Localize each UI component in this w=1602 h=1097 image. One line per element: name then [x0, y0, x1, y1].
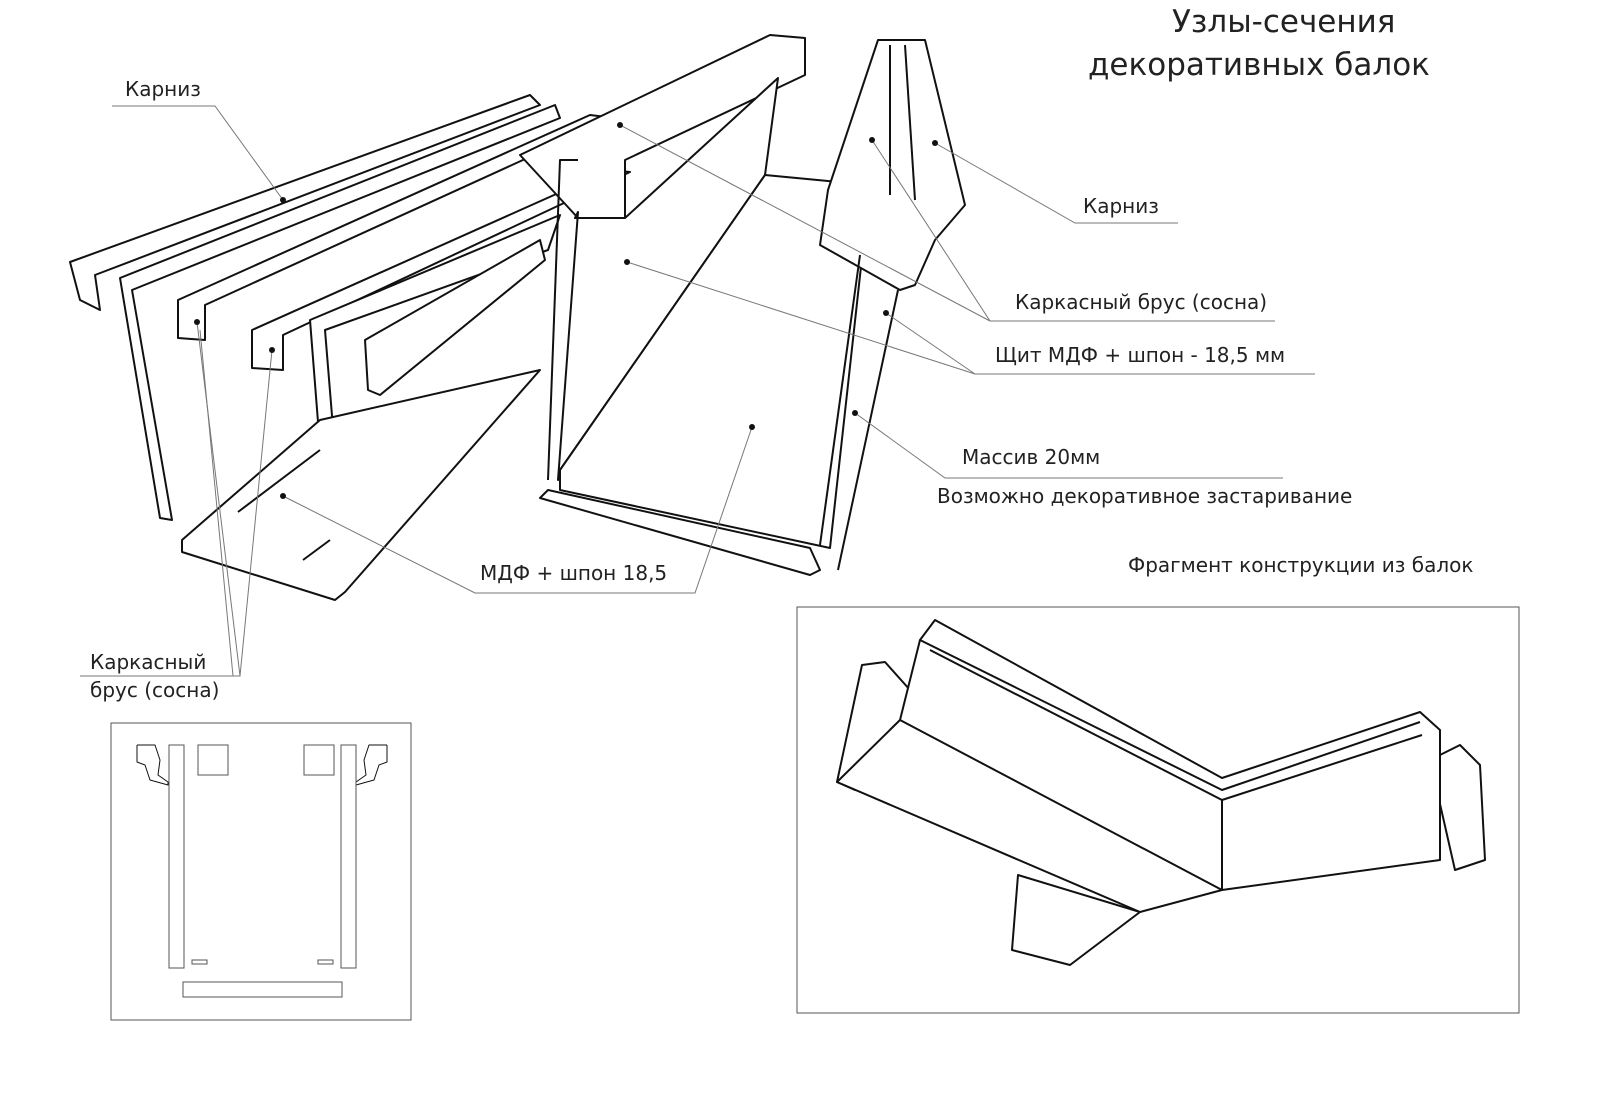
title-line-1: Узлы-сечения	[1172, 4, 1395, 40]
beam-fragment-view	[796, 606, 1520, 1014]
annotation-cornice-right: Карниз	[932, 140, 1178, 224]
label-frame-beam: Каркасный брус (сосна)	[1015, 290, 1267, 314]
title-line-2: декоративных балок	[1088, 47, 1430, 83]
cornice-right-part	[364, 239, 546, 396]
cross-section-view	[110, 722, 412, 1021]
label-frame-beam-left-2: брус (сосна)	[90, 678, 219, 702]
label-mdf-panel: Щит МДФ + шпон - 18,5 мм	[995, 343, 1285, 367]
exploded-beam-assembly	[69, 94, 631, 601]
assembled-beam-profile	[519, 34, 871, 576]
side-panel-left	[119, 104, 561, 521]
label-cornice-left: Карниз	[125, 77, 201, 101]
label-solid-wood: Массив 20мм	[962, 445, 1100, 469]
annotation-mdf-panel: Щит МДФ + шпон - 18,5 мм	[624, 259, 1315, 375]
label-fragment-title: Фрагмент конструкции из балок	[1128, 553, 1473, 577]
annotation-frame-beam: Каркасный брус (сосна)	[617, 122, 1275, 322]
label-frame-beam-left-1: Каркасный	[90, 650, 206, 674]
annotation-frame-beam-left: Каркасный брус (сосна)	[80, 319, 275, 702]
label-cornice-right: Карниз	[1083, 194, 1159, 218]
annotation-mdf-bottom: МДФ + шпон 18,5	[280, 424, 755, 594]
annotation-solid-wood: Массив 20мм Возможно декоративное застар…	[852, 410, 1352, 508]
annotation-cornice-left: Карниз	[112, 77, 286, 203]
label-aging-note: Возможно декоративное застаривание	[937, 484, 1352, 508]
cornice-left-part	[69, 94, 541, 311]
label-mdf-bottom: МДФ + шпон 18,5	[480, 561, 667, 585]
bottom-panel	[181, 369, 541, 601]
